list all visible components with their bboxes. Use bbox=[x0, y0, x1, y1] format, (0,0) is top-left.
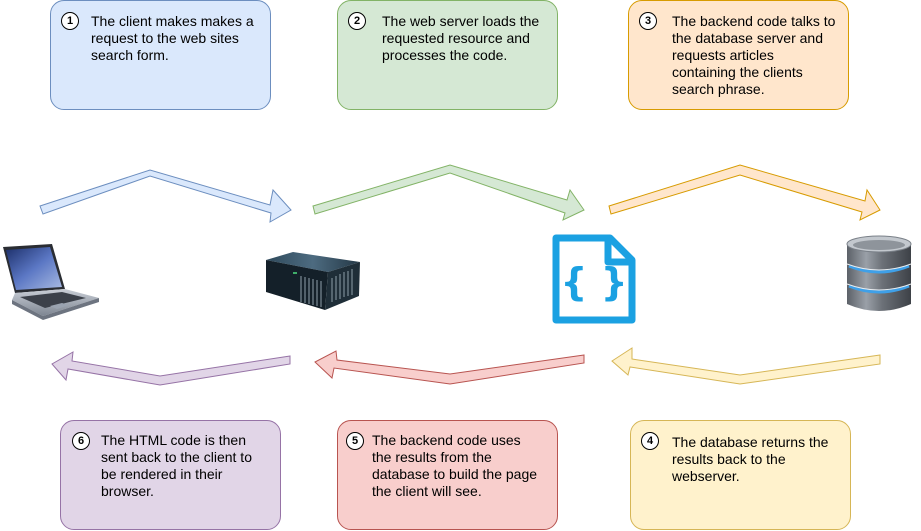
step-6-box: 6 The HTML code is then sent back to the… bbox=[60, 420, 281, 530]
step-4-box: 4 The database returns the results back … bbox=[630, 420, 851, 530]
step-1-box: 1 The client makes makes a request to th… bbox=[50, 0, 271, 110]
step-1-text: The client makes makes a request to the … bbox=[91, 13, 254, 63]
server-icon bbox=[266, 252, 360, 310]
step-2-text: The web server loads the requested resou… bbox=[382, 13, 540, 63]
code-file-icon: { } bbox=[552, 234, 636, 324]
step-2-box: 2 The web server loads the requested res… bbox=[337, 0, 558, 110]
database-icon bbox=[846, 235, 912, 311]
arrow-step-2 bbox=[312, 164, 585, 221]
step-5-box: 5 The backend code uses the results from… bbox=[337, 420, 558, 530]
arrow-step-6 bbox=[51, 351, 291, 386]
arrow-step-3 bbox=[608, 164, 881, 221]
step-3-badge: 3 bbox=[639, 12, 657, 30]
step-5-badge: 5 bbox=[346, 432, 364, 450]
step-2-badge: 2 bbox=[348, 12, 366, 30]
svg-text:{ }: { } bbox=[560, 260, 627, 304]
step-3-text: The backend code talks to the database s… bbox=[672, 13, 836, 97]
step-3-box: 3 The backend code talks to the database… bbox=[628, 0, 849, 110]
step-1-badge: 1 bbox=[61, 12, 79, 30]
step-5-text: The backend code uses the results from t… bbox=[372, 432, 538, 499]
arrow-step-1 bbox=[39, 169, 292, 223]
arrow-step-5 bbox=[314, 350, 585, 385]
step-6-badge: 6 bbox=[72, 432, 90, 450]
step-6-text: The HTML code is then sent back to the c… bbox=[101, 432, 252, 499]
arrow-step-4 bbox=[611, 347, 881, 385]
step-4-text: The database returns the results back to… bbox=[672, 434, 829, 484]
step-4-badge: 4 bbox=[641, 432, 659, 450]
laptop-icon bbox=[3, 244, 99, 320]
